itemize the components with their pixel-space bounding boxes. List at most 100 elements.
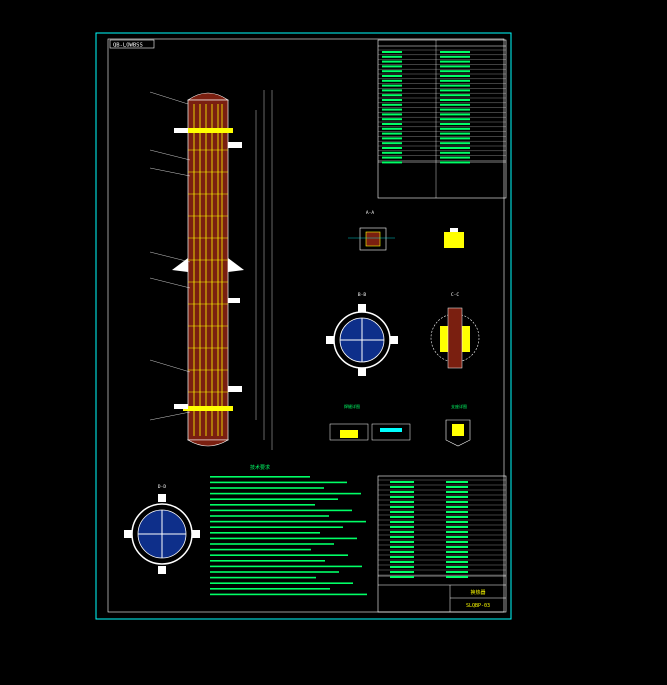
leader-line [149, 167, 191, 177]
svg-text:A-A: A-A [366, 210, 374, 216]
svg-text:B-B: B-B [358, 292, 366, 298]
table-cell-mark [382, 142, 402, 145]
table-cell-mark [440, 84, 470, 87]
table-cell-mark [382, 103, 402, 106]
table-cell-mark [382, 147, 402, 149]
table-cell-mark [382, 70, 402, 73]
heat-exchanger-elevation [149, 90, 273, 450]
table-cell-mark [390, 546, 414, 548]
table-cell-mark [440, 161, 470, 164]
note-line [210, 526, 343, 528]
note-line [210, 520, 366, 523]
table-cell-mark [390, 566, 414, 568]
note-line [210, 532, 320, 534]
note-line [210, 515, 329, 517]
table-cell-mark [440, 137, 470, 140]
table-cell-mark [440, 151, 470, 154]
table-cell-mark [440, 75, 470, 77]
flange-section-detail: A-A [348, 210, 464, 251]
table-cell-mark [382, 132, 402, 135]
table-cell-mark [446, 496, 468, 498]
table-cell-mark [446, 561, 468, 563]
table-cell-mark [446, 511, 468, 513]
table-cell-mark [440, 60, 470, 63]
table-cell-mark [390, 501, 414, 503]
note-line [210, 593, 367, 596]
table-cell-mark [446, 556, 468, 558]
table-cell-mark [382, 55, 402, 58]
support-detail: 支座详图 [445, 403, 471, 447]
table-cell-mark [382, 84, 402, 87]
table-cell-mark [382, 151, 402, 154]
table-cell-mark [440, 99, 470, 101]
table-cell-mark [382, 51, 402, 53]
table-cell-mark [440, 113, 470, 116]
table-cell-mark [382, 89, 402, 92]
technical-notes: 技术要求 [210, 464, 367, 596]
bottom-tubesheet [183, 406, 233, 411]
note-line [210, 498, 338, 500]
table-cell-mark [382, 79, 402, 82]
nozzle-n5 [174, 404, 188, 409]
bottom-plan-view: D-D [124, 484, 200, 574]
table-cell-mark [446, 536, 468, 538]
sheet-tag-text: QB-LOWBSS [113, 43, 143, 49]
table-cell-mark [382, 60, 402, 63]
table-cell-mark [440, 108, 470, 111]
table-cell-mark [440, 55, 470, 58]
table-cell-mark [440, 142, 470, 145]
design-data-table [377, 39, 507, 199]
table-cell-mark [390, 541, 414, 543]
title-block-drawing-no: SLQBP-03 [466, 603, 490, 609]
leader-line [149, 359, 191, 373]
svg-text:焊缝详图: 焊缝详图 [344, 403, 360, 409]
note-line [210, 571, 339, 573]
note-line [210, 476, 310, 478]
svg-text:C-C: C-C [451, 292, 459, 298]
top-tubesheet [183, 128, 233, 133]
table-cell-mark [382, 65, 402, 68]
table-cell-mark [382, 127, 402, 130]
table-cell-mark [440, 127, 470, 130]
table-cell-mark [382, 94, 402, 97]
table-cell-mark [390, 551, 414, 553]
table-cell-mark [390, 486, 414, 488]
nozzle-n2 [228, 142, 242, 148]
table-cell-mark [390, 536, 414, 538]
table-cell-mark [440, 123, 470, 125]
table-cell-mark [440, 79, 470, 82]
leader-line [149, 251, 191, 263]
table-cell-mark [382, 118, 402, 121]
table-cell-mark [440, 51, 470, 53]
table-cell-mark [382, 137, 402, 140]
note-line [210, 582, 353, 584]
leader-line [149, 149, 191, 161]
table-cell-mark [446, 486, 468, 488]
top-plan-view: B-B [326, 292, 398, 376]
table-cell-mark [446, 506, 468, 508]
svg-text:技术要求: 技术要求 [250, 464, 270, 471]
table-cell-mark [390, 481, 414, 483]
sheet-border [95, 32, 512, 620]
svg-text:支座详图: 支座详图 [451, 403, 467, 409]
table-cell-mark [446, 566, 468, 568]
table-cell-mark [382, 113, 402, 116]
note-line [210, 548, 311, 551]
table-cell-mark [390, 516, 414, 518]
note-line [210, 481, 347, 484]
table-cell-mark [382, 99, 402, 101]
table-cell-mark [446, 491, 468, 493]
table-cell-mark [390, 576, 414, 578]
table-cell-mark [446, 531, 468, 533]
table-cell-mark [390, 531, 414, 533]
nozzle-n3 [228, 298, 240, 303]
sheet-inner-border [107, 38, 505, 613]
sheet-tag: QB-LOWBSS [109, 39, 155, 49]
note-line [210, 565, 362, 568]
table-cell-mark [446, 526, 468, 528]
leader-line [149, 277, 191, 289]
table-cell-mark [390, 526, 414, 528]
table-cell-mark [446, 546, 468, 548]
table-cell-mark [390, 571, 414, 573]
